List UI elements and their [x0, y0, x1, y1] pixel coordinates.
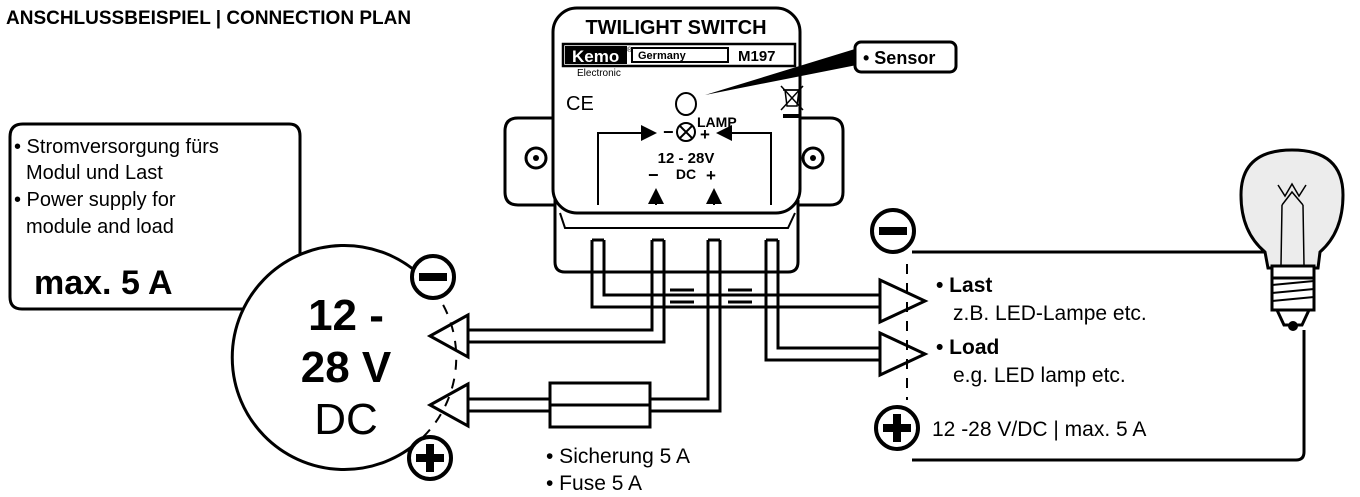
- supply-arrow-top: [426, 312, 470, 360]
- fuse-label-de: • Sicherung 5 A: [546, 445, 690, 468]
- power-note-line2: Modul und Last: [26, 162, 163, 184]
- power-note-line3: • Power supply for: [14, 189, 176, 211]
- ce-mark: CE: [566, 93, 594, 115]
- supply-voltage-line1: 12 -: [308, 291, 384, 340]
- module-supply-label: 12 - 28V: [658, 150, 715, 167]
- module-title: TWILIGHT SWITCH: [585, 17, 766, 39]
- load-desc-en: e.g. LED lamp etc.: [953, 364, 1126, 387]
- diagram-heading: ANSCHLUSSBEISPIEL | CONNECTION PLAN: [6, 8, 411, 29]
- load-label-en-bullet: • Load: [936, 336, 999, 359]
- light-bulb-icon: [1239, 148, 1345, 331]
- model-number: M197: [738, 48, 776, 65]
- sensor-pointer: [705, 45, 872, 95]
- load-plus-icon: [874, 405, 920, 451]
- supply-voltage-line2: 28 V: [301, 343, 392, 392]
- load-rating: 12 -28 V/DC | max. 5 A: [932, 418, 1146, 441]
- lamp-minus-label: −: [663, 122, 674, 142]
- load-label-de-bullet: • Last: [936, 274, 992, 297]
- power-note-line4: module and load: [26, 216, 174, 238]
- supply-dc-label: DC: [314, 395, 378, 444]
- load-desc-de: z.B. LED-Lampe etc.: [953, 302, 1147, 325]
- lamp-plus-label: +: [700, 125, 710, 144]
- module-dc-label: DC: [676, 166, 696, 182]
- lamp-symbol-icon: [676, 122, 696, 142]
- brand-country: Germany: [638, 50, 687, 62]
- power-note-line1: • Stromversorgung fürs: [14, 136, 219, 158]
- weee-bin-icon: [780, 85, 804, 118]
- brand-logo: Kemo: [572, 47, 619, 66]
- svg-text:®: ®: [627, 46, 633, 54]
- supply-arrow-bottom: [426, 381, 470, 429]
- light-sensor: [675, 92, 697, 116]
- dc-plus-label: +: [706, 166, 716, 185]
- twilight-switch-module: TWILIGHT SWITCH Kemo ® Germany M197 Elec…: [503, 6, 845, 274]
- brand-subline: Electronic: [577, 68, 621, 79]
- load-minus-icon: [870, 208, 916, 254]
- supply-minus-icon: [410, 254, 456, 300]
- max-current-label: max. 5 A: [34, 264, 173, 302]
- sensor-label: • Sensor: [863, 48, 935, 68]
- load-arrow-top: [878, 277, 929, 325]
- power-supply-circle: [230, 244, 422, 471]
- sensor-callout: [853, 40, 958, 74]
- supply-plus-icon: [407, 435, 453, 481]
- fuse-label-en: • Fuse 5 A: [546, 472, 642, 495]
- load-arrow-bottom: [878, 330, 929, 378]
- dc-minus-label: −: [648, 165, 659, 185]
